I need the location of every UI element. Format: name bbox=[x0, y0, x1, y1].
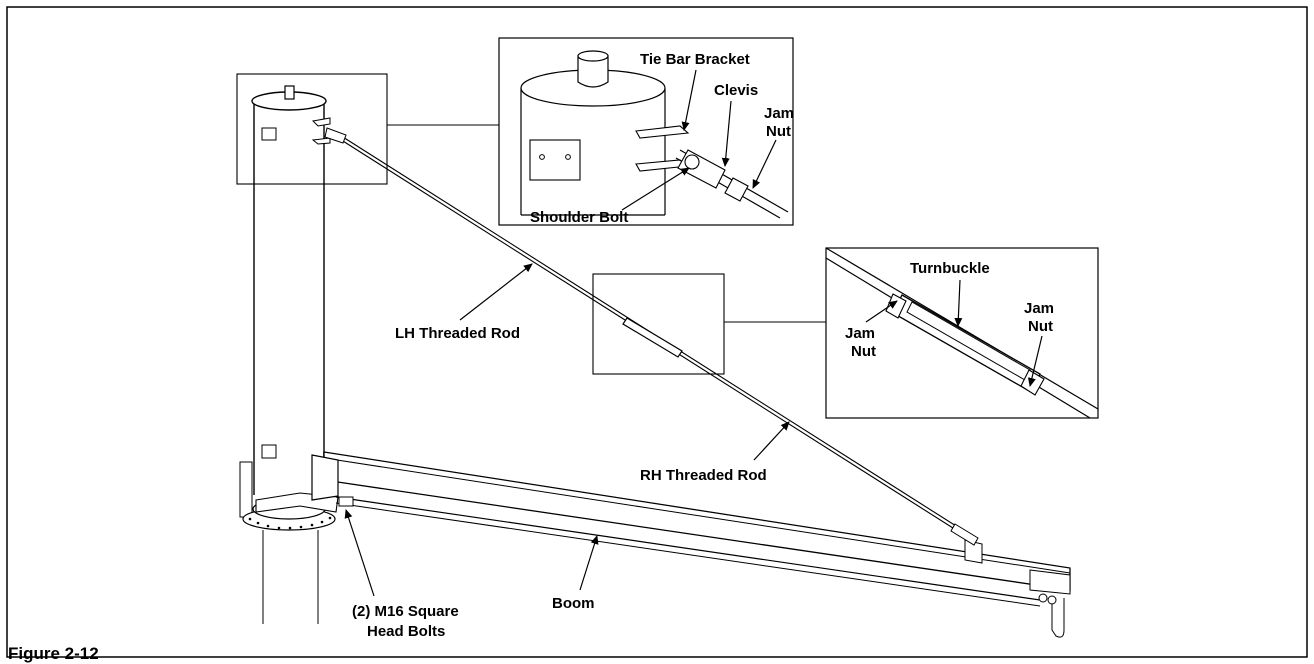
label-boom: Boom bbox=[552, 595, 595, 612]
label-jam-left-1: Jam bbox=[845, 325, 875, 342]
label-jam-right-2: Nut bbox=[1028, 318, 1053, 335]
callout-arrows bbox=[344, 69, 1043, 597]
detail-turnbuckle bbox=[825, 247, 1099, 419]
label-lh-threaded-rod: LH Threaded Rod bbox=[395, 325, 520, 342]
callout-labels: Tie Bar Bracket Clevis Jam Nut Shoulder … bbox=[8, 51, 1054, 663]
figure-border bbox=[6, 6, 1308, 658]
figure-frame: Tie Bar Bracket Clevis Jam Nut Shoulder … bbox=[6, 6, 1308, 663]
label-jam-left-2: Nut bbox=[851, 343, 876, 360]
label-rh-threaded-rod: RH Threaded Rod bbox=[640, 467, 767, 484]
detail-locators bbox=[236, 73, 826, 375]
label-jam-top-2: Nut bbox=[766, 123, 791, 140]
tie-rod bbox=[324, 127, 979, 546]
figure-caption: Figure 2-12 bbox=[8, 644, 99, 663]
label-jam-top-1: Jam bbox=[764, 105, 794, 122]
label-jam-right-1: Jam bbox=[1024, 300, 1054, 317]
label-square-bolts-2: Head Bolts bbox=[367, 623, 445, 640]
label-square-bolts-1: (2) M16 Square bbox=[352, 603, 459, 620]
label-tie-bar-bracket: Tie Bar Bracket bbox=[640, 51, 750, 68]
label-clevis: Clevis bbox=[714, 82, 758, 99]
detail-shoulder-bolt bbox=[498, 37, 794, 226]
label-shoulder-bolt: Shoulder Bolt bbox=[530, 209, 628, 226]
boom bbox=[311, 451, 1071, 638]
label-turnbuckle: Turnbuckle bbox=[910, 260, 990, 277]
column bbox=[239, 85, 339, 624]
